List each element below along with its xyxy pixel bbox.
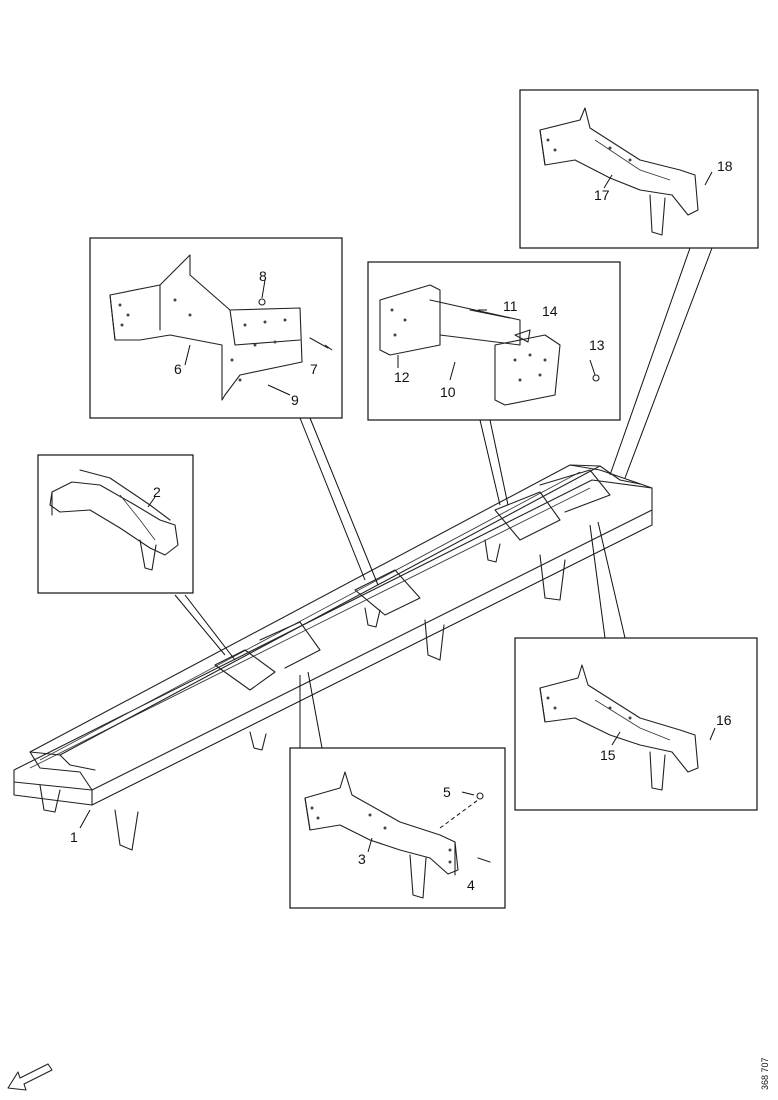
detail-box-crossmember-15 [514, 637, 758, 811]
detail-box-crossmember-17 [519, 89, 759, 249]
leader-lines [79, 247, 713, 829]
callout-5: 5 [443, 784, 451, 800]
front-direction-arrow-icon [7, 1063, 53, 1091]
detail-box-crossmember-2 [37, 454, 194, 594]
callout-1: 1 [70, 829, 78, 845]
callout-12: 12 [394, 369, 410, 385]
callout-labels: 1 2 3 4 5 6 7 8 9 10 11 12 13 14 15 16 1… [70, 158, 733, 893]
drawing-code: 368 707 [760, 1057, 770, 1090]
callout-18: 18 [717, 158, 733, 174]
callout-6: 6 [174, 361, 182, 377]
callout-11: 11 [503, 298, 518, 314]
callout-16: 16 [716, 712, 732, 728]
detail-box-crossmember-3 [289, 747, 506, 909]
callout-17: 17 [594, 187, 610, 203]
callout-7: 7 [310, 361, 318, 377]
callout-9: 9 [291, 392, 299, 408]
callout-15: 15 [600, 747, 616, 763]
callout-13: 13 [589, 337, 605, 353]
callout-4: 4 [467, 877, 475, 893]
chassis-frame [13, 464, 653, 851]
callout-10: 10 [440, 384, 456, 400]
detail-box-crossmember-10 [367, 261, 621, 421]
callout-14: 14 [542, 303, 558, 319]
detail-box-crossmember-6 [89, 237, 343, 419]
callout-2: 2 [153, 484, 161, 500]
callout-3: 3 [358, 851, 366, 867]
callout-8: 8 [259, 268, 267, 284]
